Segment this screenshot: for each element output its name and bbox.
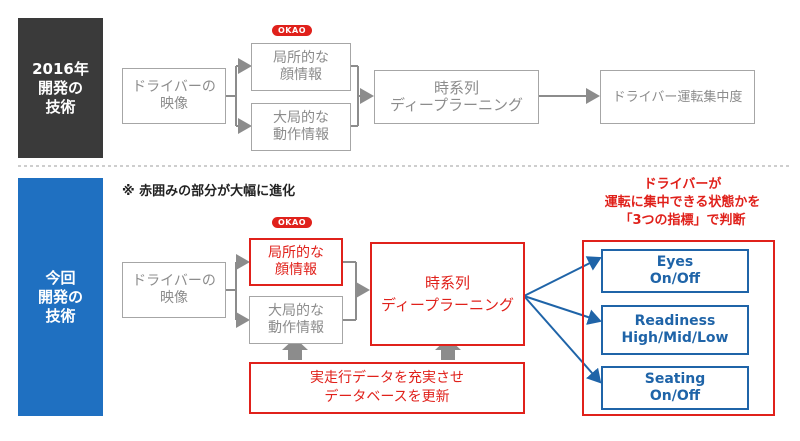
bottom-face-box: 局所的な 顔情報 (249, 238, 343, 286)
bottom-deep-learning-box: 時系列 ディープラーニング (370, 242, 525, 346)
top-deep-learning-box: 時系列 ディープラーニング (374, 70, 539, 124)
indicator-readiness: Readiness High/Mid/Low (601, 305, 749, 355)
indicator-arrows (523, 256, 602, 384)
update-arrows (282, 338, 461, 360)
bottom-motion-box: 大局的な 動作情報 (249, 296, 343, 344)
judgement-title: ドライバーが 運転に集中できる状態かを 「3つの指標」で判断 (604, 177, 761, 228)
database-update-box: 実走行データを充実させ データベースを更新 (249, 362, 525, 414)
okao-logo-top: OKAO (262, 22, 322, 38)
okao-logo-bottom: OKAO (262, 214, 322, 230)
okao-logo-text: OKAO (272, 216, 312, 228)
bottom-arrows (225, 254, 370, 328)
side-label-2016: 2016年 開発の 技術 (18, 18, 103, 158)
top-face-box: 局所的な 顔情報 (251, 43, 351, 91)
evolution-note: ※ 赤囲みの部分が大幅に進化 (122, 184, 296, 199)
indicator-eyes: Eyes On/Off (601, 249, 749, 293)
indicator-seating: Seating On/Off (601, 366, 749, 410)
top-arrows (225, 58, 600, 134)
side-label-current: 今回 開発の 技術 (18, 178, 103, 416)
top-input-box: ドライバーの 映像 (122, 68, 226, 124)
top-motion-box: 大局的な 動作情報 (251, 103, 351, 151)
bottom-input-box: ドライバーの 映像 (122, 262, 226, 318)
okao-logo-text: OKAO (272, 24, 312, 36)
indicator-group (582, 240, 775, 416)
top-output-box: ドライバー運転集中度 (600, 70, 755, 124)
